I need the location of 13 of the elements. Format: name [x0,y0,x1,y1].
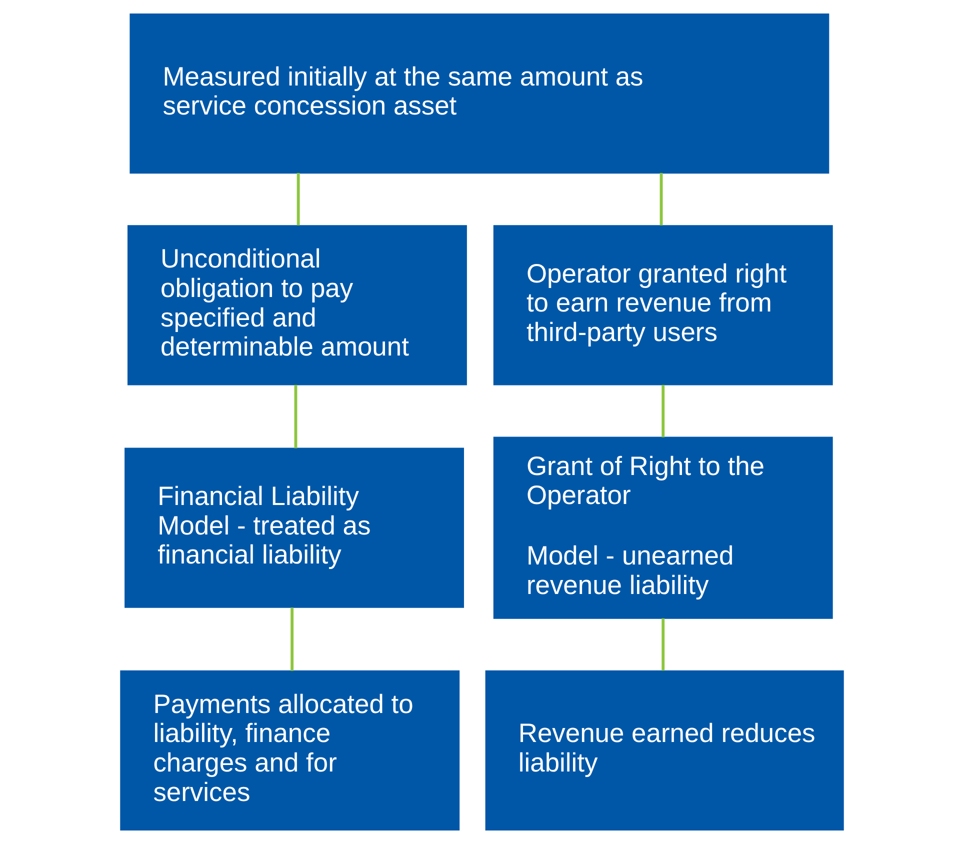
node-box: Measured initially at the same amount as service concession asset [129,13,829,174]
connector [290,608,294,671]
node-box: Financial Liability Model - treated as financial liability [124,448,464,608]
connector [661,384,664,438]
connector [294,384,297,448]
node-box: Payments allocated to liability, finance charges and for services [120,670,460,831]
node-box: Grant of Right to the Operator Model - unearned revenue liability [492,436,832,619]
node-box: Unconditional obligation to pay specified and determinable amount [127,225,466,386]
node-box: Operator granted right to earn revenue from third-party users [492,225,832,386]
node-box: Revenue earned reduces liability [484,670,844,831]
connector [659,172,662,226]
connector [661,618,664,671]
connector [296,172,300,226]
